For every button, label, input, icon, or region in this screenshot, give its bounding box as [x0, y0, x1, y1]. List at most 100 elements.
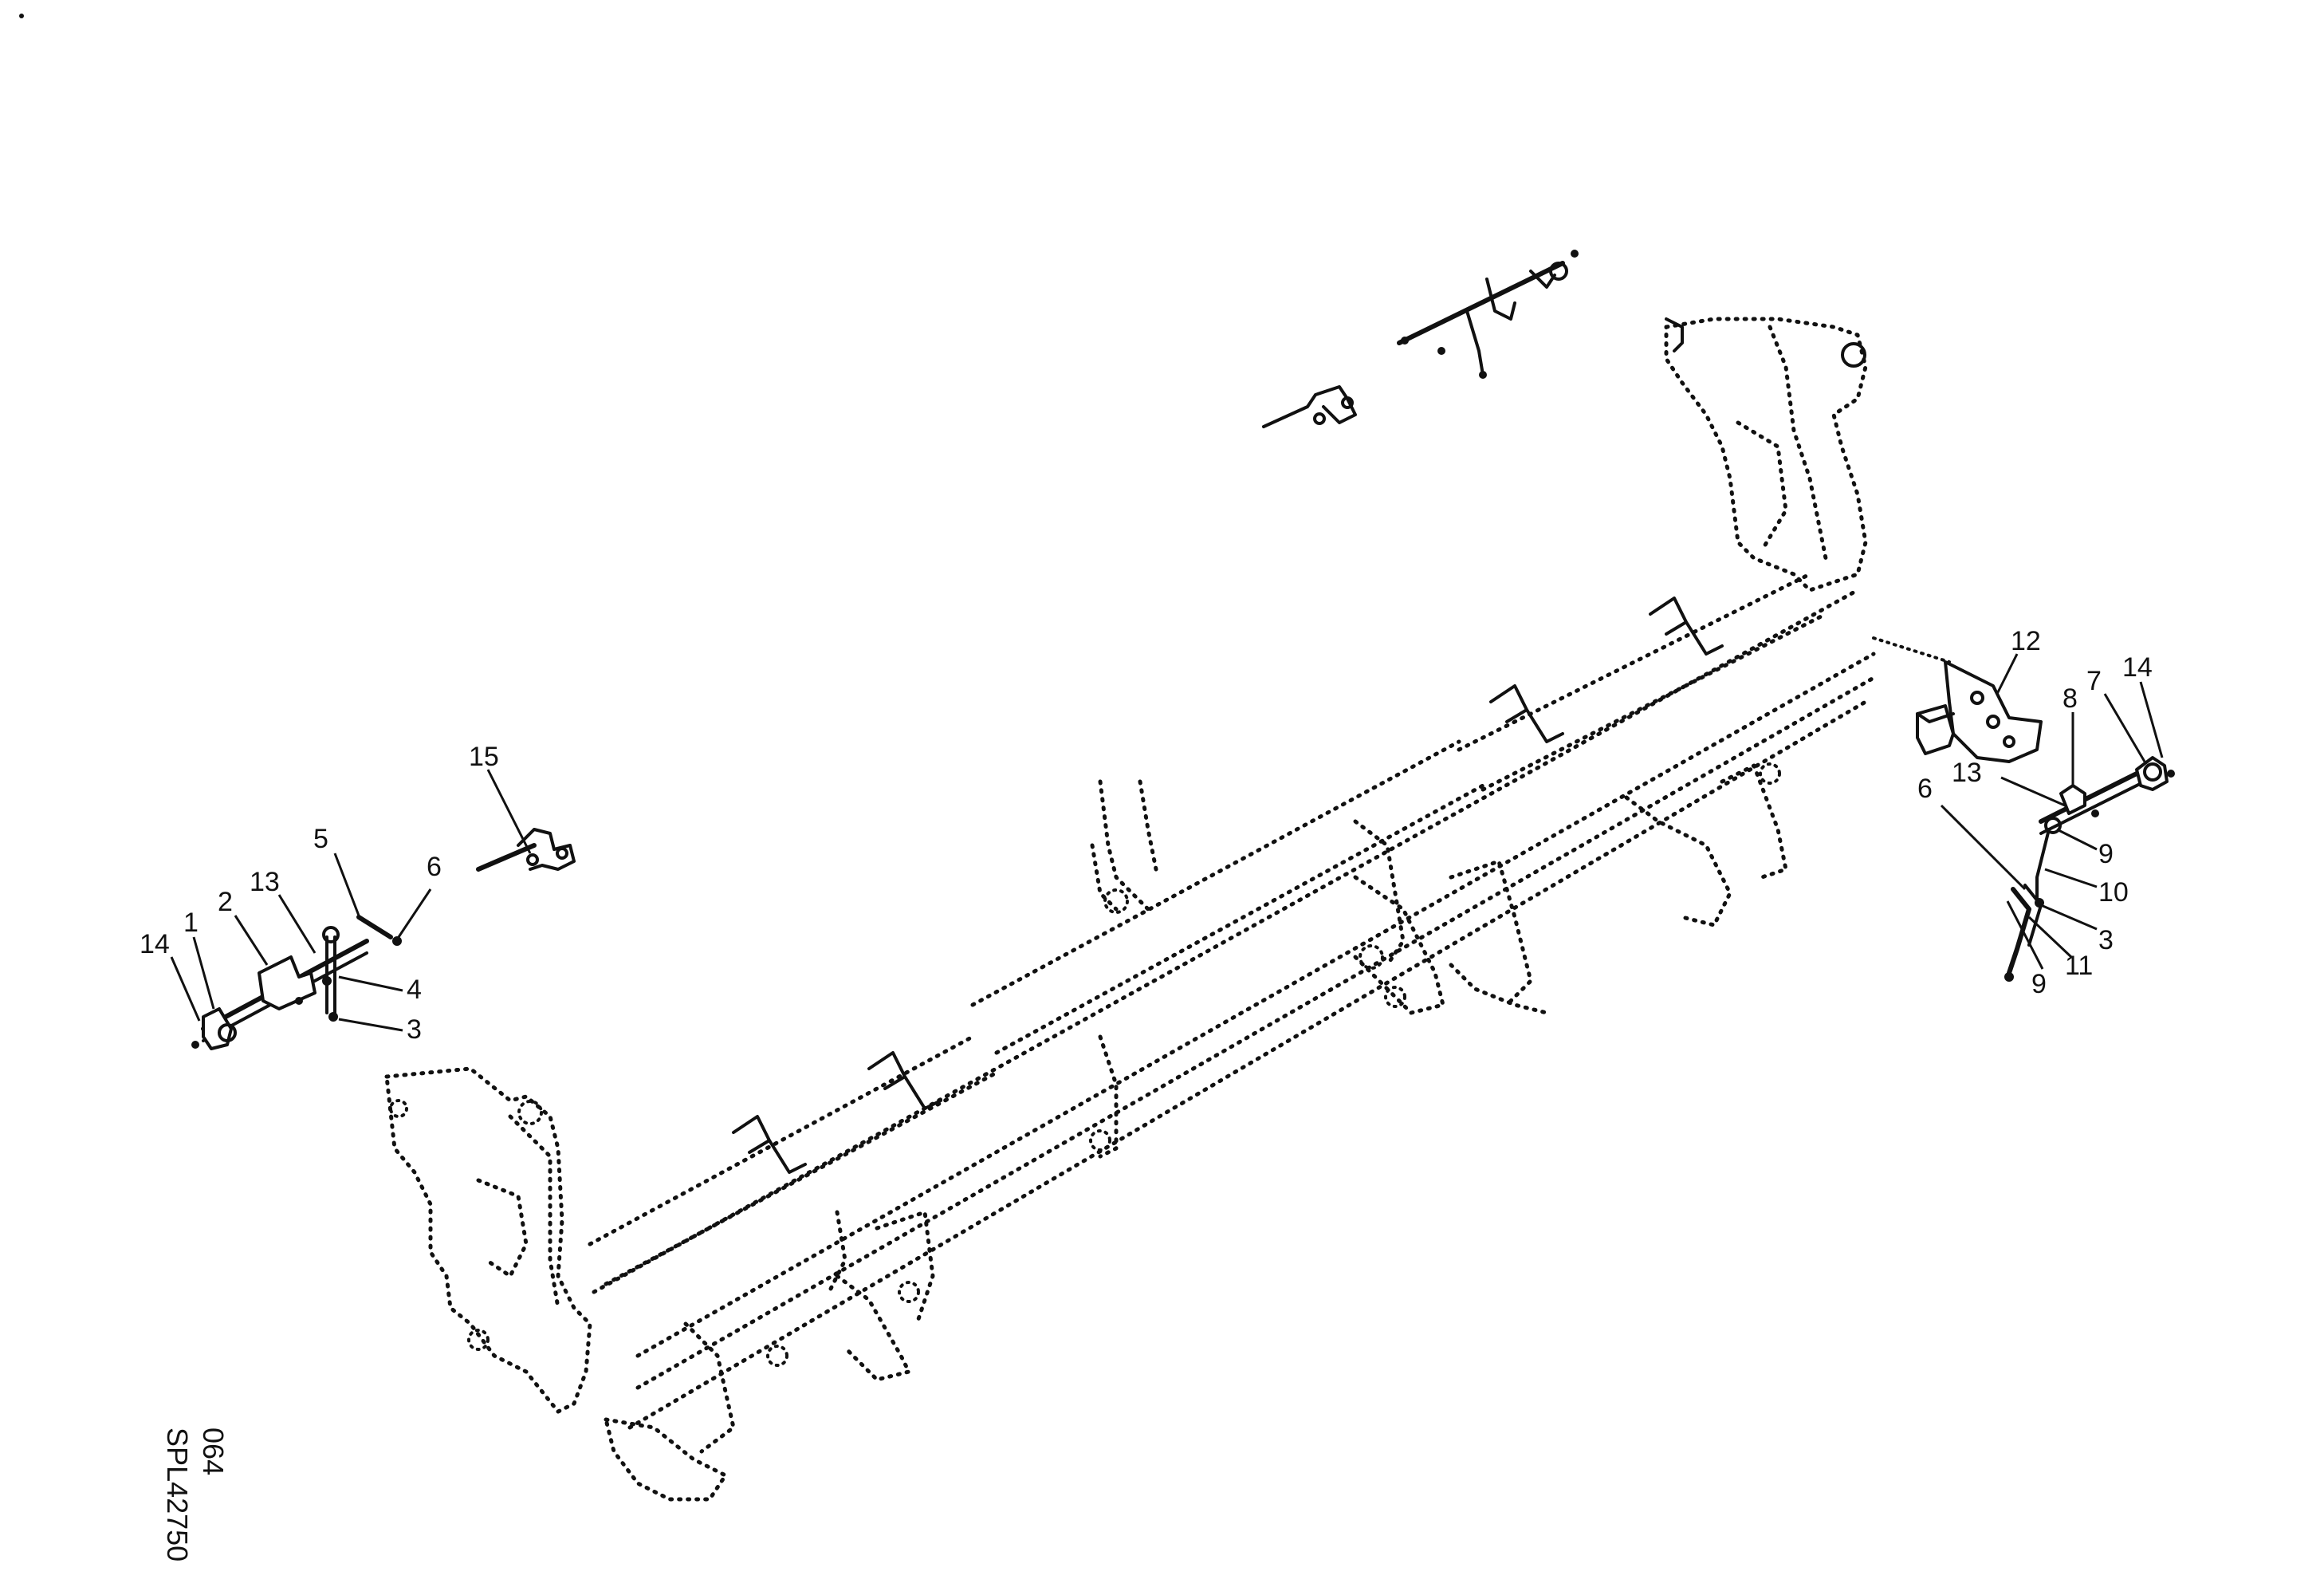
left-foot-2 — [683, 1321, 736, 1454]
leader-right-14 — [2139, 681, 2164, 758]
right-end-plate-inner — [1768, 325, 1828, 561]
leader-right-6 — [1940, 804, 2027, 891]
leader-left-5 — [333, 853, 360, 916]
leader-right-9-lower — [2006, 900, 2044, 970]
leader-right-13 — [2000, 776, 2066, 807]
leader-right-11 — [2027, 916, 2073, 959]
part-15-hole-1 — [526, 853, 539, 866]
right-end-cap — [2135, 756, 2169, 791]
right-connector-line — [1872, 636, 1951, 664]
left-lever-bottom — [328, 1012, 338, 1022]
top-lever — [1465, 309, 1484, 376]
right-assembly — [1872, 636, 2175, 982]
right-arm — [2007, 887, 2031, 975]
leader-right-9-upper — [2056, 828, 2098, 851]
callout-right-6: 6 — [1917, 774, 1933, 804]
top-pin-1 — [1401, 337, 1409, 345]
right-bolt — [2091, 809, 2099, 817]
callout-right-7: 7 — [2086, 666, 2102, 696]
left-link-pin — [392, 936, 402, 946]
leader-left-15 — [486, 769, 532, 854]
frame-clip-2 — [867, 1051, 942, 1110]
top-pin-3 — [1479, 371, 1487, 379]
top-shaft — [1397, 261, 1565, 345]
leader-right-7 — [2103, 693, 2146, 762]
part-15-plate — [517, 828, 576, 871]
support-j — [1353, 819, 1406, 967]
middle-upright-base — [1090, 843, 1119, 912]
callout-left-13: 13 — [250, 867, 280, 897]
callout-left-3: 3 — [407, 1014, 422, 1045]
left-end-plate-face — [476, 1178, 529, 1278]
callout-right-9-lower: 9 — [2031, 969, 2047, 999]
right-shaft — [2039, 763, 2155, 824]
frame-boss-7 — [1089, 1129, 1111, 1152]
leader-left-13 — [277, 894, 317, 954]
right-mount-plate-hole-2 — [1986, 715, 2000, 729]
frame-boss-6 — [898, 1281, 920, 1303]
left-lever-top — [322, 926, 340, 943]
frame-clip-4 — [1649, 597, 1724, 656]
frame-boss-1 — [1103, 888, 1129, 914]
support-g — [1720, 763, 1788, 880]
frame-rail-bottom-2 — [635, 675, 1876, 1390]
top-pin-4 — [1437, 347, 1445, 355]
upper-tube-top — [970, 739, 1461, 1007]
frame-clip-3 — [1489, 684, 1564, 743]
left-clamp-bracket — [258, 955, 317, 1010]
support-c — [1353, 875, 1445, 1015]
leader-right-12 — [1996, 653, 2019, 695]
frame-clip-1 — [732, 1115, 807, 1174]
drawing-reference-code: SPL42750 — [161, 1428, 194, 1562]
middle-upright — [1098, 779, 1150, 912]
left-bolt — [322, 976, 332, 986]
right-box-bracket — [1916, 704, 1955, 755]
left-foot — [604, 1417, 728, 1502]
right-end-cap-ring — [2143, 762, 2162, 782]
callout-right-9-upper: 9 — [2098, 839, 2114, 869]
left-link — [356, 915, 393, 939]
callout-right-10: 10 — [2098, 877, 2129, 908]
upper-tube-top-2 — [588, 1034, 975, 1246]
upper-tube-top-3 — [1457, 572, 1812, 752]
right-mount-plate-hole-3 — [2003, 735, 2015, 748]
upper-tube-bottom-2 — [604, 1070, 999, 1286]
support-h — [827, 1210, 847, 1294]
left-end-plate-inner — [508, 1114, 560, 1310]
top-bracket-a — [1485, 278, 1516, 321]
frame-rail-bottom — [627, 699, 1868, 1430]
corner-mark — [19, 14, 24, 18]
leader-left-1 — [192, 936, 215, 1010]
left-end-plate — [384, 1066, 592, 1414]
callouts-left: 14 1 2 13 5 6 4 3 15 — [140, 742, 532, 1045]
callouts-right: 12 8 7 14 13 6 9 10 3 11 9 — [1917, 626, 2164, 999]
top-center-parts — [1262, 250, 1579, 428]
frame-boss-10 — [517, 1100, 543, 1125]
frame-boss-3 — [1759, 762, 1781, 785]
right-end-pivot — [1841, 342, 1866, 368]
right-end-plate-face — [1736, 420, 1788, 553]
right-shaft-2 — [2039, 776, 2154, 835]
top-pin-2 — [1571, 250, 1579, 258]
frame-boss-8 — [1384, 986, 1406, 1008]
right-lever-top — [2044, 817, 2062, 834]
frame-boss-4 — [467, 1329, 490, 1351]
right-end-plate — [1664, 317, 1868, 593]
leader-left-3 — [338, 1018, 403, 1032]
callout-left-14: 14 — [140, 929, 170, 959]
leader-right-10 — [2044, 868, 2098, 888]
left-nut — [295, 997, 303, 1005]
upper-tube-bottom-3 — [1481, 612, 1828, 792]
left-shaft-end-pin — [191, 1041, 199, 1049]
part-15-rod — [476, 843, 537, 872]
support-a — [835, 1274, 911, 1382]
support-b — [875, 1210, 935, 1326]
part-15-hole-2 — [556, 847, 568, 860]
support-i — [1098, 1034, 1119, 1159]
drawing-reference: SPL42750 064 — [161, 1428, 230, 1562]
middle-upright-2 — [1138, 779, 1158, 872]
callout-right-13: 13 — [1952, 758, 1982, 788]
leader-right-3 — [2040, 904, 2098, 931]
main-frame — [384, 317, 1876, 1502]
